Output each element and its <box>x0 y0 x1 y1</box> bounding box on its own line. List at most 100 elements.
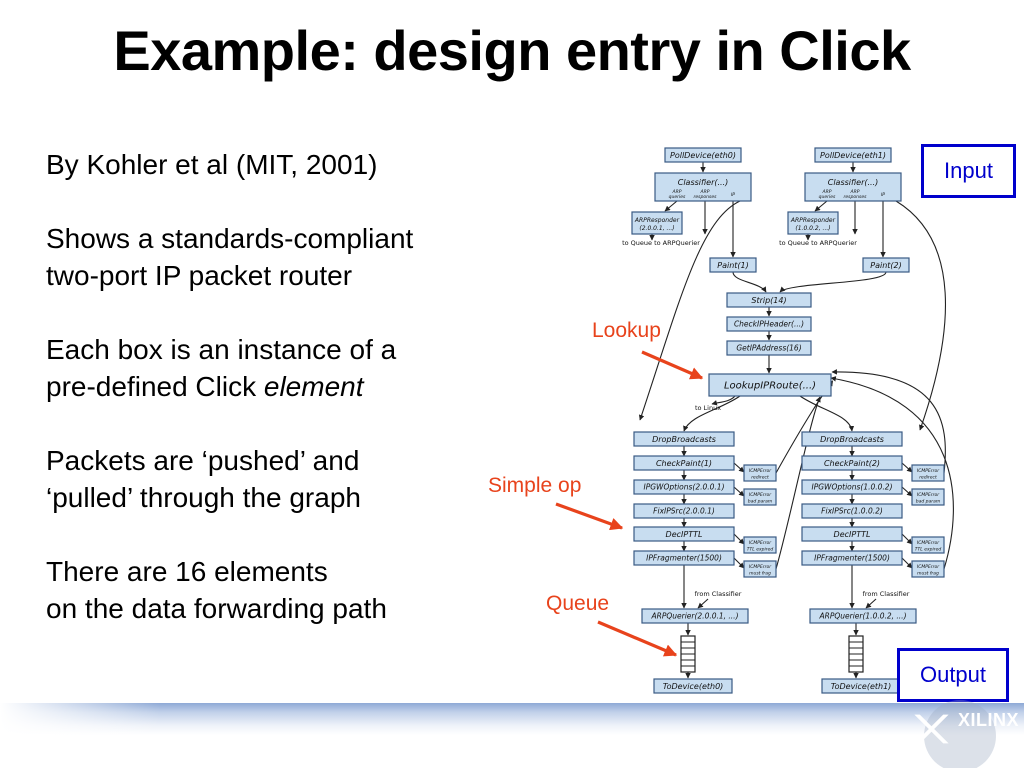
drop-broadcasts-left-box <box>633 431 735 447</box>
classifier-right-box <box>804 172 902 202</box>
icmp-redirect-right-label: ICMPError <box>917 468 940 474</box>
icmp-bad-param-left-label: ICMPError <box>749 492 772 498</box>
lookup-ip-route: LookupIPRoute(...) <box>708 373 832 397</box>
icmp-must-frag-left-label: ICMPError <box>749 564 772 570</box>
to-device-left-label: ToDevice(eth0) <box>663 682 724 691</box>
poll-device-right-label: PollDevice(eth1) <box>820 151 886 160</box>
edge-icmp-right-feedback <box>831 369 946 474</box>
edge <box>901 462 913 473</box>
arp-querier-right-label: ARPQuerier(1.0.0.2, ...) <box>818 612 906 621</box>
arp-responder-right-label: (1.0.0.2, ...) <box>795 225 830 232</box>
icmp-ttl-expired-right-box <box>911 536 945 554</box>
ipgw-options-left-label: IPGWOptions(2.0.0.1) <box>644 483 725 492</box>
to-linux-label: to Linux <box>695 404 721 412</box>
paint-right: Paint(2) <box>862 257 910 273</box>
arp-responder-right: ARPResponder(1.0.0.2, ...) <box>787 211 839 235</box>
from-classifier-label: from Classifier <box>695 590 742 598</box>
fix-ip-src-left-box <box>633 503 735 519</box>
arp-querier-left-label: ARPQuerier(2.0.0.1, ...) <box>650 612 738 621</box>
bullet-line: By Kohler et al (MIT, 2001) <box>46 149 378 180</box>
icmp-bad-param-right-label: bad param <box>916 499 941 505</box>
classifier-left-label: Classifier(...) <box>678 178 729 187</box>
poll-device-left-label: PollDevice(eth0) <box>670 151 736 160</box>
icmp-bad-param-right-box <box>911 488 945 506</box>
poll-device-left-box <box>664 147 742 163</box>
icmp-must-frag-right-label: must frag <box>917 571 939 577</box>
paint-left-label: Paint(1) <box>717 261 749 270</box>
bullet-line: Packets are ‘pushed’ and <box>46 445 360 476</box>
drop-broadcasts-right-label: DropBroadcasts <box>820 435 884 444</box>
bullet-line: on the data forwarding path <box>46 593 387 624</box>
check-ip-header: CheckIPHeader(...) <box>726 316 812 332</box>
italic-word: element <box>263 371 364 402</box>
icmp-must-frag-right-box <box>911 560 945 578</box>
fix-ip-src-right-box <box>801 503 903 519</box>
arp-responder-right-label: ARPResponder <box>790 217 836 224</box>
classifier-port-label: IP <box>881 192 885 198</box>
edge <box>814 200 828 212</box>
paint-left: Paint(1) <box>709 257 757 273</box>
xilinx-logo <box>914 700 996 768</box>
check-ip-header-label: CheckIPHeader(...) <box>734 320 804 329</box>
paint-right-label: Paint(2) <box>870 261 902 270</box>
ipgw-options-right-box <box>801 479 903 495</box>
bullet-line: Each box is an instance of a <box>46 334 397 365</box>
strip-box <box>726 292 812 308</box>
queue-pointer-arrow <box>597 620 678 657</box>
check-paint-left-box <box>633 455 735 471</box>
bullet-elements-count: There are 16 elements on the data forwar… <box>46 553 516 627</box>
dec-ip-ttl-right-box <box>801 526 903 542</box>
icmp-ttl-expired-left-label: ICMPError <box>749 540 772 546</box>
strip: Strip(14) <box>726 292 812 308</box>
classifier-port-label: ARP <box>672 189 682 195</box>
poll-device-left: PollDevice(eth0) <box>664 147 742 163</box>
diagram-edges <box>638 162 954 679</box>
footer-band <box>0 703 1024 735</box>
classifier-port-label: ARP <box>822 189 832 195</box>
edge <box>901 486 913 497</box>
input-callout: Input <box>921 144 1016 198</box>
edge <box>697 598 709 609</box>
from-classifier-label: from Classifier <box>863 590 910 598</box>
check-paint-left-label: CheckPaint(1) <box>656 459 712 468</box>
edge-right-arp-long <box>895 200 946 431</box>
dec-ip-ttl-left-box <box>633 526 735 542</box>
to-queue-label-right: to Queue to ARPQuerier <box>779 239 857 247</box>
arp-querier-left: ARPQuerier(2.0.0.1, ...) <box>641 608 749 624</box>
icmp-redirect-right-label: redirect <box>919 475 937 481</box>
get-ip-address-label: GetIPAddress(16) <box>736 344 801 353</box>
icmp-bad-param-right-label: ICMPError <box>917 492 940 498</box>
icmp-ttl-expired-right-label: ICMPError <box>917 540 940 546</box>
get-ip-address-box <box>726 340 812 356</box>
edge-lookup-left <box>683 395 741 432</box>
to-device-right: ToDevice(eth1) <box>821 678 901 694</box>
edge-icmp-right-feedback-2 <box>830 376 954 570</box>
drop-broadcasts-right-box <box>801 431 903 447</box>
lookup-label: Lookup <box>592 319 661 342</box>
icmp-ttl-expired-right-label: TTL expired <box>915 547 942 553</box>
ipgw-options-right-label: IPGWOptions(1.0.0.2) <box>812 483 893 492</box>
simple-op-label: Simple op <box>488 474 582 497</box>
icmp-ttl-expired-left-box <box>743 536 777 554</box>
queue-left <box>680 635 696 673</box>
edge <box>733 533 745 545</box>
get-ip-address: GetIPAddress(16) <box>726 340 812 356</box>
edge-left-arp-long <box>638 200 741 421</box>
fix-ip-src-left: FixIPSrc(2.0.0.1) <box>633 503 735 519</box>
poll-device-right-box <box>814 147 892 163</box>
dec-ip-ttl-right-label: DecIPTTL <box>834 530 871 539</box>
icmp-ttl-expired-left-label: TTL expired <box>747 547 774 553</box>
bullet-authors: By Kohler et al (MIT, 2001) <box>46 146 516 183</box>
fix-ip-src-right-label: FixIPSrc(1.0.0.2) <box>821 507 883 516</box>
classifier-left-box <box>654 172 752 202</box>
arp-responder-left-box <box>631 211 683 235</box>
icmp-redirect-left-box <box>743 464 777 482</box>
output-callout: Output <box>897 648 1009 702</box>
